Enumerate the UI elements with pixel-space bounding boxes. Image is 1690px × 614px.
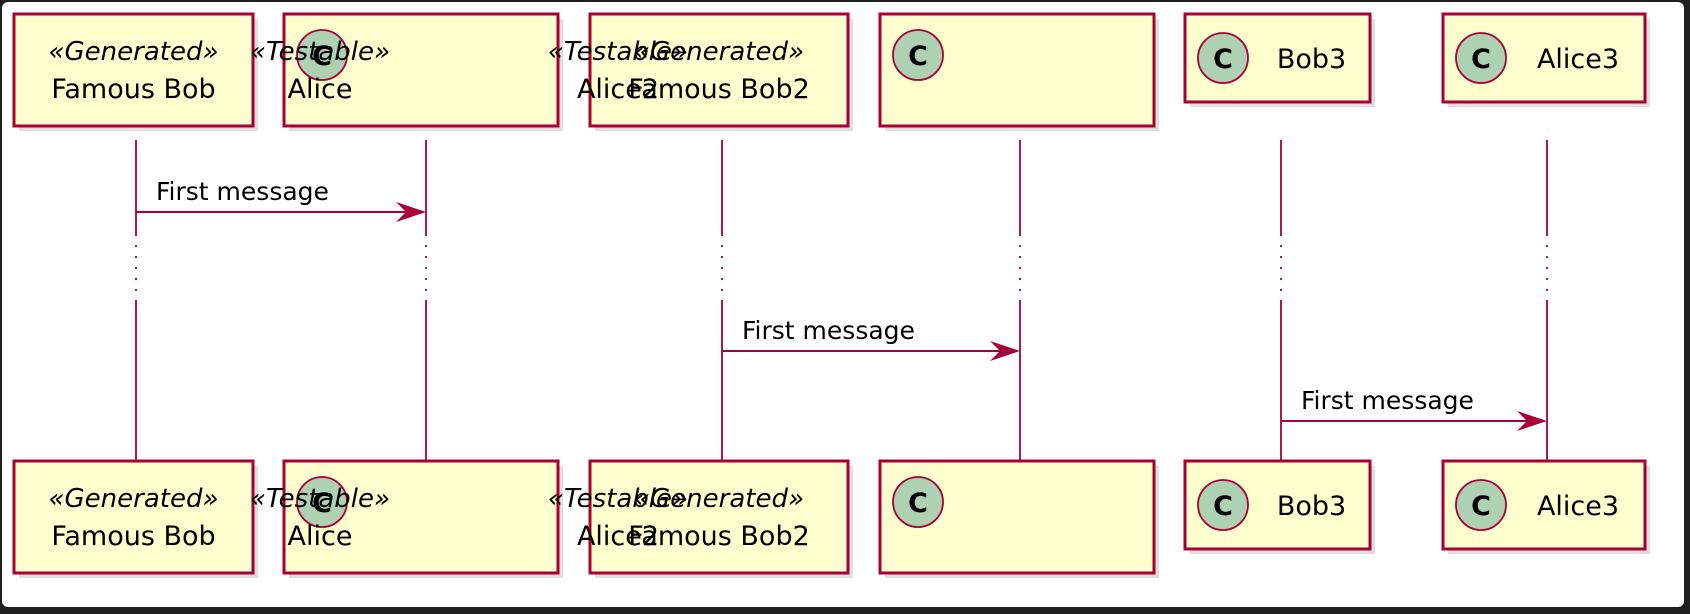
participant-stereotype: «Testable»	[548, 484, 688, 514]
message-2[interactable]: First message	[722, 316, 1020, 361]
participant-name: Alice3	[1537, 491, 1619, 522]
participant-name: Alice	[288, 521, 353, 552]
participant-box	[12, 12, 255, 128]
message-label: First message	[742, 316, 915, 345]
participant-top-1[interactable]: «Generated» Famous Bob	[12, 12, 258, 131]
participant-top-2[interactable]: C«Testable» Alice	[250, 12, 563, 131]
class-c-icon	[1197, 479, 1249, 531]
class-c-icon-glyph: C	[1471, 491, 1491, 522]
participant-box	[1441, 12, 1647, 104]
participant-box	[12, 459, 255, 575]
participant-name: Famous Bob	[51, 521, 215, 552]
participant-top-4[interactable]: C «Testable» Alice2	[548, 12, 1159, 131]
participant-bottom-6[interactable]: C Alice3	[1441, 459, 1650, 554]
participant-box	[1183, 12, 1372, 104]
participant-stereotype: «Testable»	[548, 37, 688, 67]
message-label: First message	[1301, 386, 1474, 415]
class-c-icon-glyph: C	[908, 41, 928, 72]
participant-stereotype: «Testable»	[250, 484, 390, 514]
participant-name: Alice2	[577, 74, 659, 105]
participant-bottom-2[interactable]: C«Testable» Alice	[250, 459, 563, 578]
participant-box	[588, 459, 850, 575]
message-3[interactable]: First message	[1281, 386, 1547, 431]
participant-stereotype: «Generated»	[634, 37, 804, 67]
participant-top-6[interactable]: C Alice3	[1441, 12, 1650, 107]
participant-name: Alice2	[577, 521, 659, 552]
class-c-icon	[1455, 32, 1507, 84]
message-label: First message	[156, 177, 329, 206]
participant-name: Alice	[288, 74, 353, 105]
arrow-head-icon	[990, 341, 1020, 361]
class-c-icon	[892, 29, 944, 81]
class-c-icon-glyph: C	[312, 41, 332, 72]
class-c-icon	[1197, 32, 1249, 84]
participant-name: Famous Bob	[51, 74, 215, 105]
participant-bottom-3[interactable]: «Generated» Famous Bob2	[588, 459, 853, 578]
participant-top-3[interactable]: «Generated» Famous Bob2	[588, 12, 853, 131]
participant-stereotype: «Testable»	[250, 37, 390, 67]
class-c-icon-glyph: C	[1213, 44, 1233, 75]
participant-name: Bob3	[1277, 491, 1346, 522]
participant-stereotype: «Generated»	[48, 37, 218, 67]
class-c-icon-glyph: C	[1471, 44, 1491, 75]
participant-stereotype: «Generated»	[48, 484, 218, 514]
participant-top-5[interactable]: C Bob3	[1183, 12, 1375, 107]
class-c-icon	[296, 29, 348, 81]
message-1[interactable]: First message	[136, 177, 426, 222]
participant-bottom-4[interactable]: C «Testable» Alice2	[548, 459, 1159, 578]
participant-bottom-5[interactable]: C Bob3	[1183, 459, 1375, 554]
participant-name: Famous Bob2	[628, 521, 810, 552]
participant-stereotype: «Generated»	[634, 484, 804, 514]
class-c-icon	[892, 476, 944, 528]
participant-name: Bob3	[1277, 44, 1346, 75]
participant-name: Famous Bob2	[628, 74, 810, 105]
participant-box	[588, 12, 850, 128]
class-c-icon	[1455, 479, 1507, 531]
participant-bottom-1[interactable]: «Generated» Famous Bob	[12, 459, 258, 578]
arrow-head-icon	[396, 202, 426, 222]
class-c-icon-glyph: C	[312, 488, 332, 519]
class-c-icon-glyph: C	[1213, 491, 1233, 522]
class-c-icon	[296, 476, 348, 528]
arrow-head-icon	[1517, 411, 1547, 431]
class-c-icon-glyph: C	[908, 488, 928, 519]
participant-name: Alice3	[1537, 44, 1619, 75]
